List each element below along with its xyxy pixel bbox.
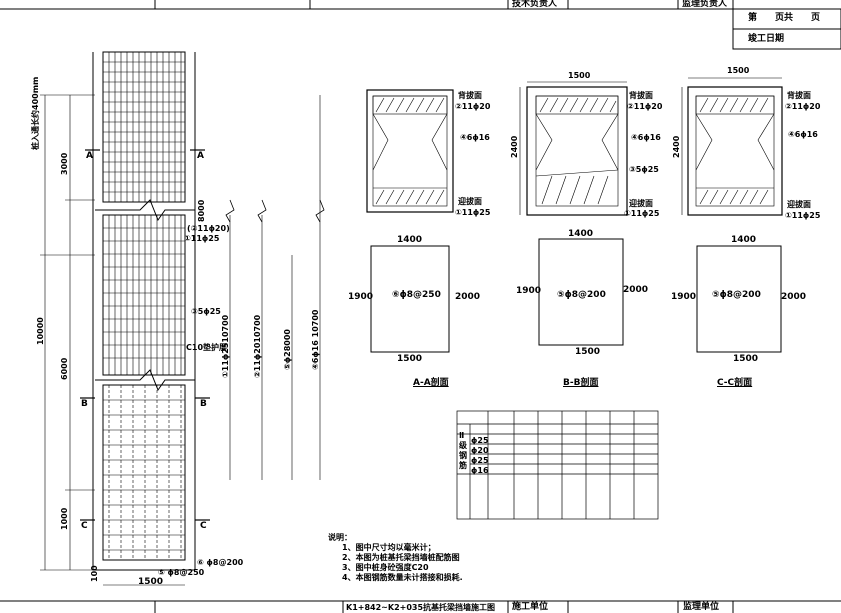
- sec-b-width-top: 1400: [568, 229, 594, 239]
- rebar-row-2: ϕ20: [471, 446, 489, 455]
- sec-a-mark-2: ②11ϕ20: [455, 102, 491, 111]
- dim-exposed-length: 桩入通长约400mm: [31, 76, 40, 150]
- sec-b-top-width: 1500: [568, 71, 591, 80]
- sec-a-width-top: 1400: [397, 235, 423, 245]
- dim-8000: 8000: [197, 199, 206, 222]
- dim-6000: 6000: [60, 357, 69, 380]
- bottom-title-block: [0, 600, 841, 613]
- cover-note-label: C10垫护层: [186, 343, 228, 352]
- section-mark-b-right: B: [200, 399, 207, 409]
- note-item-2: 2、本图为桩基托梁挡墙桩配筋图: [342, 553, 460, 562]
- sec-b-mark-2: ②11ϕ20: [627, 102, 663, 111]
- construction-unit-label: 施工单位: [512, 602, 549, 612]
- section-mark-c-right: C: [200, 521, 207, 531]
- notes-title: 说明：: [328, 533, 352, 542]
- stirrup-6-label: ⑥ ϕ8@200: [197, 558, 244, 567]
- rebar-table-grid: [456, 410, 659, 520]
- stirrup-outlines: [370, 238, 782, 353]
- sec-a-stirrup: ⑥ϕ8@250: [392, 290, 441, 300]
- sec-a-height-left: 1900: [348, 292, 374, 302]
- sec-c-title: C-C剖面: [717, 378, 753, 388]
- sec-b-title: B-B剖面: [563, 378, 599, 388]
- sec-b-front-face: 迎拔面: [629, 199, 653, 208]
- sec-c-mark-4: ④6ϕ16: [788, 130, 818, 139]
- sec-a-front-face: 迎拔面: [458, 197, 482, 206]
- section-mark-c-left: C: [81, 521, 88, 531]
- top-title-block: [0, 0, 841, 50]
- sec-b-mark-3: ③5ϕ25: [629, 165, 659, 174]
- sec-b-mark-1: ①11ϕ25: [624, 209, 660, 218]
- sec-c-height-left: 1900: [671, 292, 697, 302]
- rebar-row-1: ϕ25: [471, 436, 489, 445]
- rebar-row-4: ϕ16: [471, 466, 489, 475]
- rebar-mark-2-label: (②11ϕ20): [187, 224, 230, 233]
- supervisor-lead-label: 监理负责人: [682, 0, 728, 9]
- sec-c-front-face: 迎拔面: [787, 200, 811, 209]
- sec-a-mark-1: ①11ϕ25: [455, 208, 491, 217]
- sec-c-mark-2: ②11ϕ20: [785, 102, 821, 111]
- pile-elevation: [40, 51, 325, 586]
- rebar-mark-3-label: ③5ϕ25: [191, 307, 221, 316]
- page-label: 第 页共 页: [748, 13, 821, 23]
- sec-b-back-face: 背拔面: [629, 91, 653, 100]
- section-c-cross: [681, 77, 783, 216]
- section-mark-a-left: A: [86, 151, 93, 161]
- rebar-quantity-table: Ⅱ级钢筋 ϕ25 ϕ20 ϕ25 ϕ16: [457, 411, 658, 519]
- sec-c-top-width: 1500: [727, 66, 750, 75]
- dim-10000: 10000: [36, 317, 45, 345]
- completion-date-label: 竣工日期: [748, 34, 785, 44]
- section-a-cross: [366, 89, 454, 213]
- sec-b-stirrup: ⑤ϕ8@200: [557, 290, 606, 300]
- sec-c-width-bottom: 1500: [733, 354, 759, 364]
- tech-lead-label: 技术负责人: [512, 0, 558, 9]
- section-b-cross: [519, 81, 628, 216]
- rebar-grade-header: Ⅱ级钢筋: [459, 431, 467, 470]
- rebar-mark-1-label: ①11ϕ25: [184, 234, 220, 243]
- sec-c-side-height: 2400: [672, 135, 681, 158]
- sec-b-width-bottom: 1500: [575, 347, 601, 357]
- section-mark-b-left: B: [81, 399, 88, 409]
- section-mark-a-right: A: [197, 151, 204, 161]
- dim-1500-elevation: 1500: [138, 577, 164, 587]
- rebar-2-length: ②11ϕ2010700: [253, 314, 262, 378]
- stirrup-5-label: ⑤ ϕ8@250: [158, 568, 205, 577]
- sec-b-height-left: 1900: [516, 286, 542, 296]
- sec-c-height-right: 2000: [781, 292, 807, 302]
- sec-b-side-height: 2400: [510, 135, 519, 158]
- note-item-4: 4、本图钢筋数量未计搭接和损耗.: [342, 573, 463, 582]
- sec-a-width-bottom: 1500: [397, 354, 423, 364]
- dim-100: 100: [90, 565, 99, 582]
- rebar-5-length: ⑤ϕ28000: [283, 329, 292, 370]
- rebar-row-3: ϕ25: [471, 456, 489, 465]
- sec-c-back-face: 背拔面: [787, 91, 811, 100]
- dim-3000: 3000: [60, 152, 69, 175]
- sec-b-height-right: 2000: [623, 285, 649, 295]
- drawing-title: K1+842~K2+035抗基托梁挡墙施工图: [346, 603, 496, 612]
- design-notes: 说明： 1、图中尺寸均以毫米计； 2、本图为桩基托梁挡墙桩配筋图 3、图中桩身砼…: [328, 533, 463, 583]
- sec-a-mark-4: ④6ϕ16: [460, 133, 490, 142]
- rebar-4-length: ④6ϕ16 10700: [311, 309, 320, 370]
- rebar-1-length: ①11ϕ2510700: [221, 314, 230, 378]
- note-item-1: 1、图中尺寸均以毫米计；: [342, 543, 436, 552]
- supervision-unit-label: 监理单位: [683, 602, 720, 612]
- sec-a-back-face: 背拔面: [458, 91, 482, 100]
- sec-c-width-top: 1400: [731, 235, 757, 245]
- dim-1000: 1000: [60, 507, 69, 530]
- sec-c-mark-1: ①11ϕ25: [785, 211, 821, 220]
- sec-c-stirrup: ⑤ϕ8@200: [712, 290, 761, 300]
- sec-b-mark-4: ④6ϕ16: [631, 133, 661, 142]
- sec-a-title: A-A剖面: [413, 378, 449, 388]
- sec-a-height-right: 2000: [455, 292, 481, 302]
- note-item-3: 3、图中桩身砼强度C20: [342, 563, 429, 572]
